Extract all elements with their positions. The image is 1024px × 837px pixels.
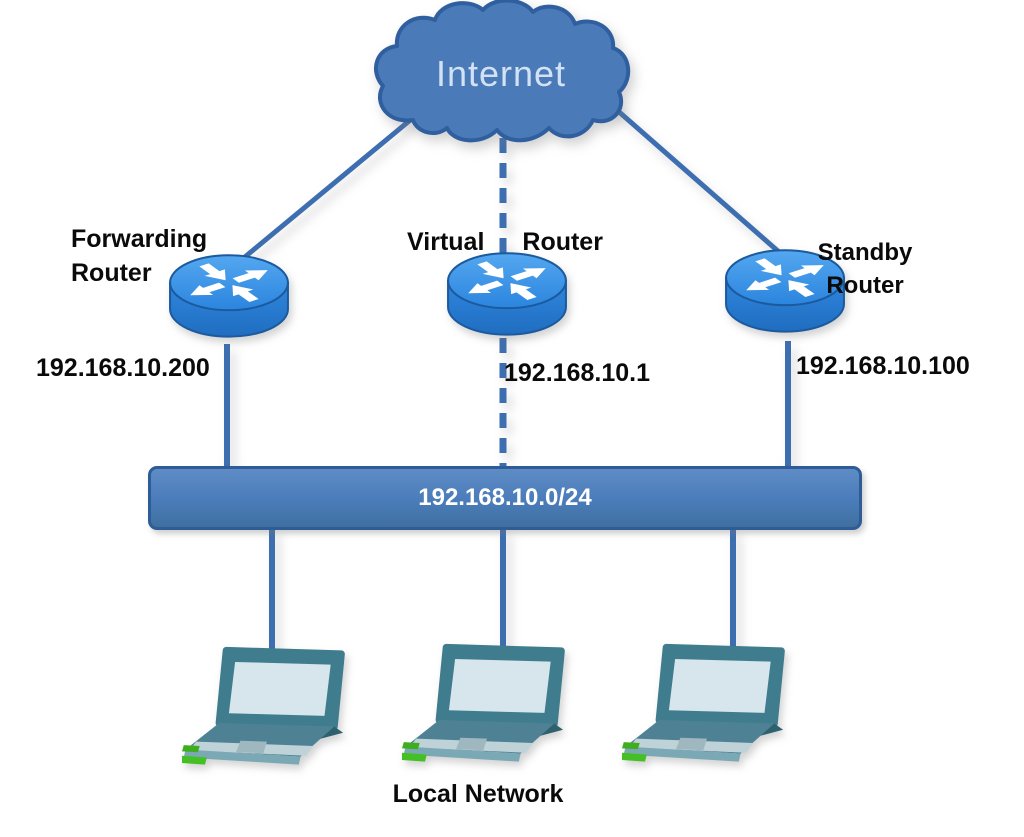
standby-router-ip: 192.168.10.100 — [796, 352, 970, 380]
cloud-icon — [373, 0, 630, 143]
internet-cloud: Internet — [373, 0, 630, 143]
network-segment-label: 192.168.10.0/24 — [418, 484, 592, 511]
local-network-label: Local Network — [392, 780, 564, 808]
virtual-router-label-word2: Router — [522, 228, 603, 256]
virtual-router-icon — [444, 250, 570, 348]
standby-router-label-line2: Router — [826, 272, 904, 299]
forwarding-router-label: Forwarding Router — [71, 222, 207, 290]
laptop-icon-left — [182, 645, 359, 778]
internet-label: Internet — [436, 53, 566, 94]
virtual-router-ip: 192.168.10.1 — [504, 359, 650, 387]
link-internet-standby-router — [600, 95, 789, 261]
virtual-router-label: Virtual Router — [380, 225, 630, 259]
forwarding-router-ip: 192.168.10.200 — [36, 354, 210, 382]
standby-router-label: Standby Router — [798, 236, 932, 302]
forwarding-router-label-line1: Forwarding — [71, 225, 208, 253]
link-internet-forwarding-router — [238, 110, 422, 263]
laptop-icon-center — [402, 642, 579, 775]
laptop-icon-right — [622, 642, 799, 775]
virtual-router-label-word1: Virtual — [407, 228, 485, 256]
network-segment-bar: 192.168.10.0/24 — [148, 466, 862, 530]
forwarding-router-label-line2: Router — [71, 259, 152, 287]
standby-router-label-line1: Standby — [817, 239, 913, 266]
